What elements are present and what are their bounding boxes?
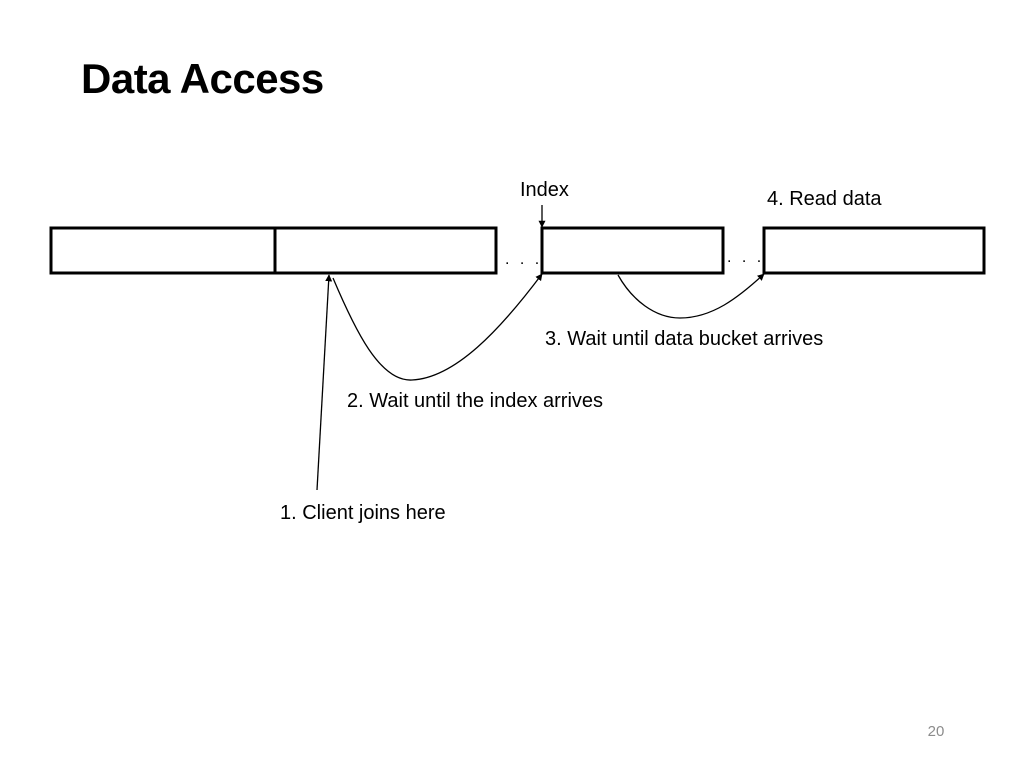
bucket-1 <box>49 226 277 275</box>
step-2-label: 2. Wait until the index arrives <box>347 390 603 412</box>
client-join-arrow <box>316 274 333 491</box>
step-1-label: 1. Client joins here <box>280 502 446 524</box>
index-bucket <box>540 226 725 275</box>
wait-for-index-curve <box>332 273 543 381</box>
page-number: 20 <box>927 723 945 740</box>
slide-title: Data Access <box>81 55 324 102</box>
ellipsis-2: . . . <box>727 249 764 266</box>
step-3-label: 3. Wait until data bucket arrives <box>545 328 823 350</box>
index-label: Index <box>520 179 569 201</box>
step-4-label: 4. Read data <box>767 188 882 210</box>
wait-for-data-curve <box>617 273 765 319</box>
ellipsis-1: . . . <box>505 251 542 268</box>
bucket-2 <box>273 226 498 275</box>
data-bucket <box>762 226 986 275</box>
